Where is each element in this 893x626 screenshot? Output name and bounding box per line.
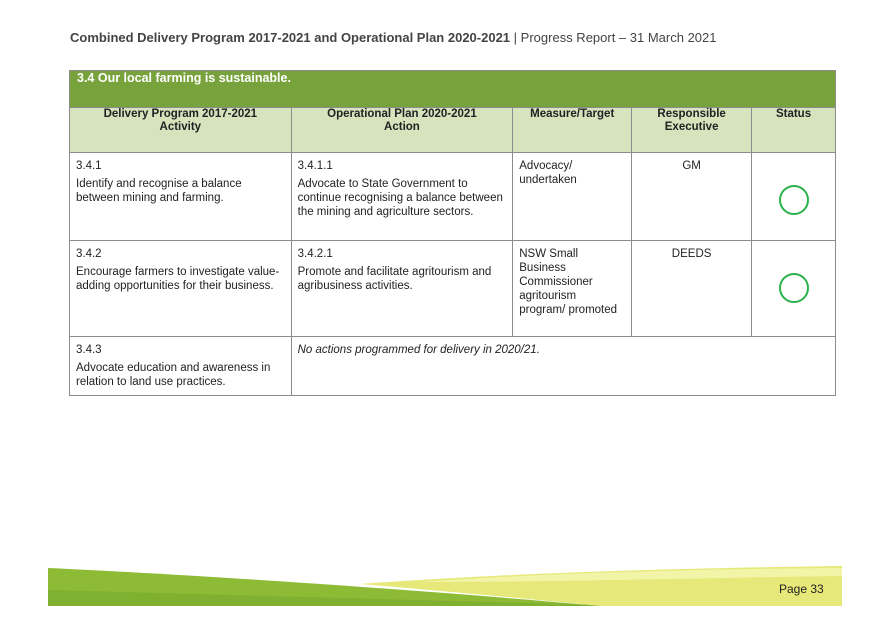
document-header: Combined Delivery Program 2017-2021 and …	[70, 30, 717, 45]
activity-code: 3.4.2	[76, 248, 102, 260]
page-number: Page 33	[779, 582, 824, 596]
activity-cell: 3.4.1 Identify and recognise a balance b…	[69, 152, 292, 241]
status-cell	[751, 152, 836, 241]
col-header-action-line2: Action	[384, 121, 420, 133]
measure-cell: Advocacy/ undertaken	[512, 152, 633, 241]
activity-cell: 3.4.3 Advocate education and awareness i…	[69, 336, 292, 396]
activity-code: 3.4.1	[76, 160, 102, 172]
header-separator: |	[513, 30, 518, 45]
table-row: 3.4.3 Advocate education and awareness i…	[69, 336, 837, 396]
footer-green-lower	[48, 590, 640, 606]
no-actions-note: No actions programmed for delivery in 20…	[290, 336, 837, 396]
progress-table: 3.4 Our local farming is sustainable. De…	[69, 70, 837, 396]
table-row: 3.4.1 Identify and recognise a balance b…	[69, 152, 836, 241]
table-row: 3.4.2 Encourage farmers to investigate v…	[69, 240, 836, 337]
section-header-row: 3.4 Our local farming is sustainable.	[69, 70, 836, 108]
executive-cell: DEEDS	[631, 240, 753, 337]
column-header-row: Delivery Program 2017-2021 Activity Oper…	[69, 107, 836, 153]
footer-swoosh-graphic	[48, 566, 842, 606]
footer-yellow-highlight	[420, 568, 842, 582]
header-title-bold: Combined Delivery Program 2017-2021 and …	[70, 30, 511, 45]
action-cell: 3.4.1.1 Advocate to State Government to …	[290, 152, 514, 241]
executive-cell: GM	[631, 152, 753, 241]
action-cell: 3.4.2.1 Promote and facilitate agritouri…	[290, 240, 514, 337]
col-header-activity-line2: Activity	[159, 121, 202, 133]
action-code: 3.4.1.1	[297, 160, 333, 172]
col-header-activity-line1: Delivery Program 2017-2021	[103, 108, 258, 120]
col-header-executive: Responsible Executive	[631, 107, 753, 153]
activity-text: Encourage farmers to investigate value-a…	[76, 266, 280, 292]
activity-text: Identify and recognise a balance between…	[76, 178, 242, 204]
status-cell	[751, 240, 836, 337]
col-header-executive-line1: Responsible	[657, 108, 726, 120]
action-text: Advocate to State Government to continue…	[297, 178, 503, 218]
col-header-measure: Measure/Target	[512, 107, 633, 153]
col-header-executive-line2: Executive	[664, 121, 719, 133]
activity-code: 3.4.3	[76, 344, 102, 356]
section-title: 3.4 Our local farming is sustainable.	[69, 70, 836, 108]
green-circle-icon	[778, 273, 809, 303]
col-header-status: Status	[751, 107, 836, 153]
col-header-activity: Delivery Program 2017-2021 Activity	[69, 107, 292, 153]
activity-text: Advocate education and awareness in rela…	[76, 362, 271, 388]
measure-cell: NSW Small Business Commissioner agritour…	[512, 240, 633, 337]
action-code: 3.4.2.1	[297, 248, 333, 260]
col-header-action-line1: Operational Plan 2020-2021	[327, 108, 477, 120]
col-header-action: Operational Plan 2020-2021 Action	[290, 107, 514, 153]
green-circle-icon	[778, 185, 809, 215]
header-title-regular: Progress Report – 31 March 2021	[520, 30, 717, 45]
action-text: Promote and facilitate agritourism and a…	[297, 266, 492, 292]
activity-cell: 3.4.2 Encourage farmers to investigate v…	[69, 240, 292, 337]
